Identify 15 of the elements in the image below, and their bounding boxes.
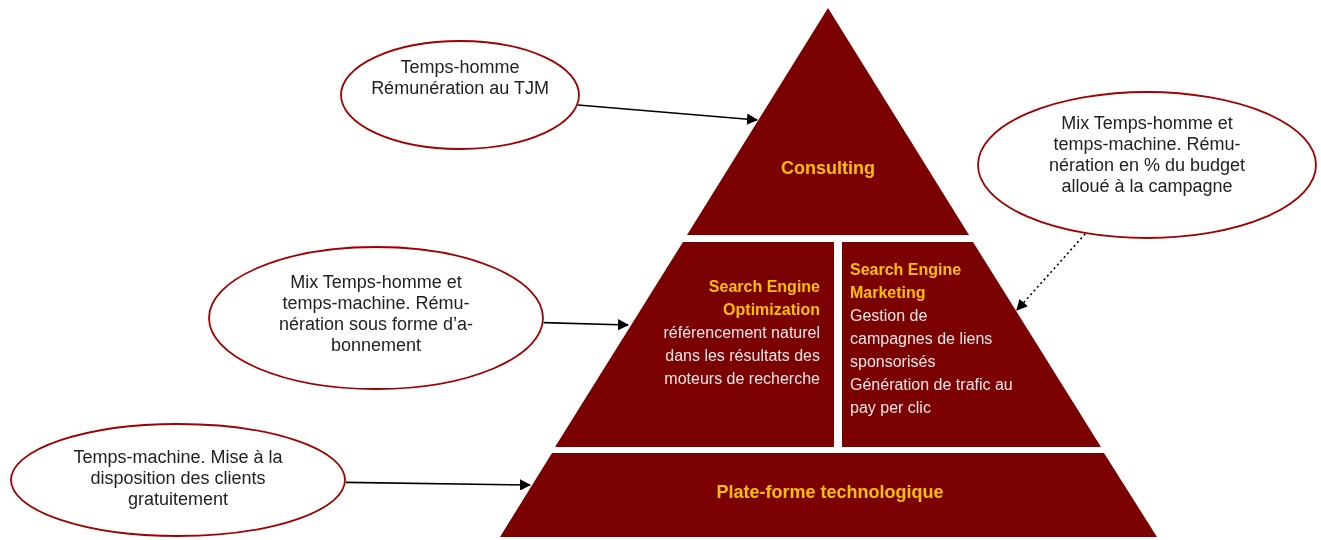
arrow — [577, 104, 759, 125]
section-description: Génération de trafic au pay per clic — [850, 375, 1014, 418]
arrow — [542, 319, 630, 331]
section-description: référencement naturel dans les résultats des moteurs de recherche — [662, 323, 820, 389]
callout-text: Temps-machine. Mise à la disposition des clients gratuitement — [72, 447, 284, 510]
section-description: Gestion de campagnes de liens sponsorisés — [850, 306, 994, 372]
arrow — [345, 479, 532, 491]
section-title: Consulting — [780, 157, 876, 180]
callout-text: Mix Temps-homme et temps-machine. Rému- nération sous forme d’a- bonnement — [277, 272, 475, 356]
arrow — [1016, 233, 1086, 311]
callout-text: Mix Temps-homme et temps-machine. Rému- nération en % du budget alloué à la campagne — [1047, 113, 1247, 197]
section-title: Plate-forme technologique — [715, 481, 945, 504]
section-title: Search Engine Marketing — [850, 260, 963, 303]
callout-text: Temps-homme Rémunération au TJM — [370, 57, 550, 99]
section-title: Search Engine Optimization — [707, 277, 820, 320]
